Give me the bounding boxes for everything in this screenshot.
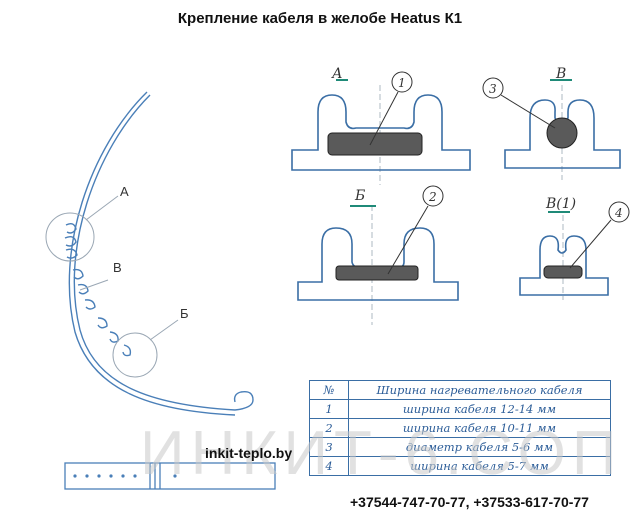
- table-cell: ширина кабеля 5-7 мм: [348, 456, 611, 476]
- table-cell: ширина кабеля 10-11 мм: [348, 418, 611, 438]
- clip-bumps-a: [64, 222, 78, 259]
- clip-bumps-v: [72, 268, 96, 310]
- gutter-profile: [64, 91, 254, 416]
- table-row: 3 диаметр кабеля 5-6 мм: [309, 437, 611, 457]
- callout-circle-a: [45, 212, 95, 262]
- detail-a: А 1: [291, 66, 471, 185]
- bottom-strip: [64, 462, 276, 490]
- table-row: 2 ширина кабеля 10-11 мм: [309, 418, 611, 438]
- table-header-row: № Ширина нагревательного кабеля: [309, 380, 611, 400]
- table-header-cell: Ширина нагревательного кабеля: [348, 380, 611, 400]
- left-label-b: Б: [180, 306, 189, 321]
- detail-v1-num: 4: [614, 206, 623, 220]
- detail-b-letter: Б: [354, 188, 365, 204]
- table-header-cell: №: [309, 380, 349, 400]
- phone-numbers: +37544-747-70-77, +37533-617-70-77: [350, 494, 589, 510]
- table-row: 4 ширина кабеля 5-7 мм: [309, 456, 611, 476]
- detail-v1-letter: В(1): [545, 196, 576, 212]
- cable-spec-table: № Ширина нагревательного кабеля 1 ширина…: [309, 380, 611, 476]
- detail-v1: В(1) 4: [519, 196, 630, 300]
- callout-circle-b: [112, 332, 158, 378]
- detail-v: В 3: [482, 66, 621, 180]
- detail-b: Б 2: [297, 185, 459, 325]
- detail-v-letter: В: [555, 66, 566, 82]
- table-cell: 4: [309, 456, 349, 476]
- detail-a-num: 1: [398, 76, 406, 90]
- gutter-hook: [233, 390, 254, 411]
- detail-a-letter: А: [331, 66, 343, 82]
- left-label-v: В: [113, 260, 122, 275]
- detail-v-num: 3: [489, 82, 497, 96]
- table-cell: ширина кабеля 12-14 мм: [348, 399, 611, 419]
- table-row: 1 ширина кабеля 12-14 мм: [309, 399, 611, 419]
- detail-b-num: 2: [428, 190, 437, 204]
- clip-bumps-b: [97, 317, 132, 357]
- watermark: ИНКИТ-6.СОП: [140, 419, 623, 488]
- left-label-a: А: [120, 184, 129, 199]
- table-cell: диаметр кабеля 5-6 мм: [348, 437, 611, 457]
- website-text: inkit-teplo.by: [205, 445, 293, 461]
- table-cell: 1: [309, 399, 349, 419]
- page-title: Крепление кабеля в желобе Heatus К1: [177, 10, 463, 27]
